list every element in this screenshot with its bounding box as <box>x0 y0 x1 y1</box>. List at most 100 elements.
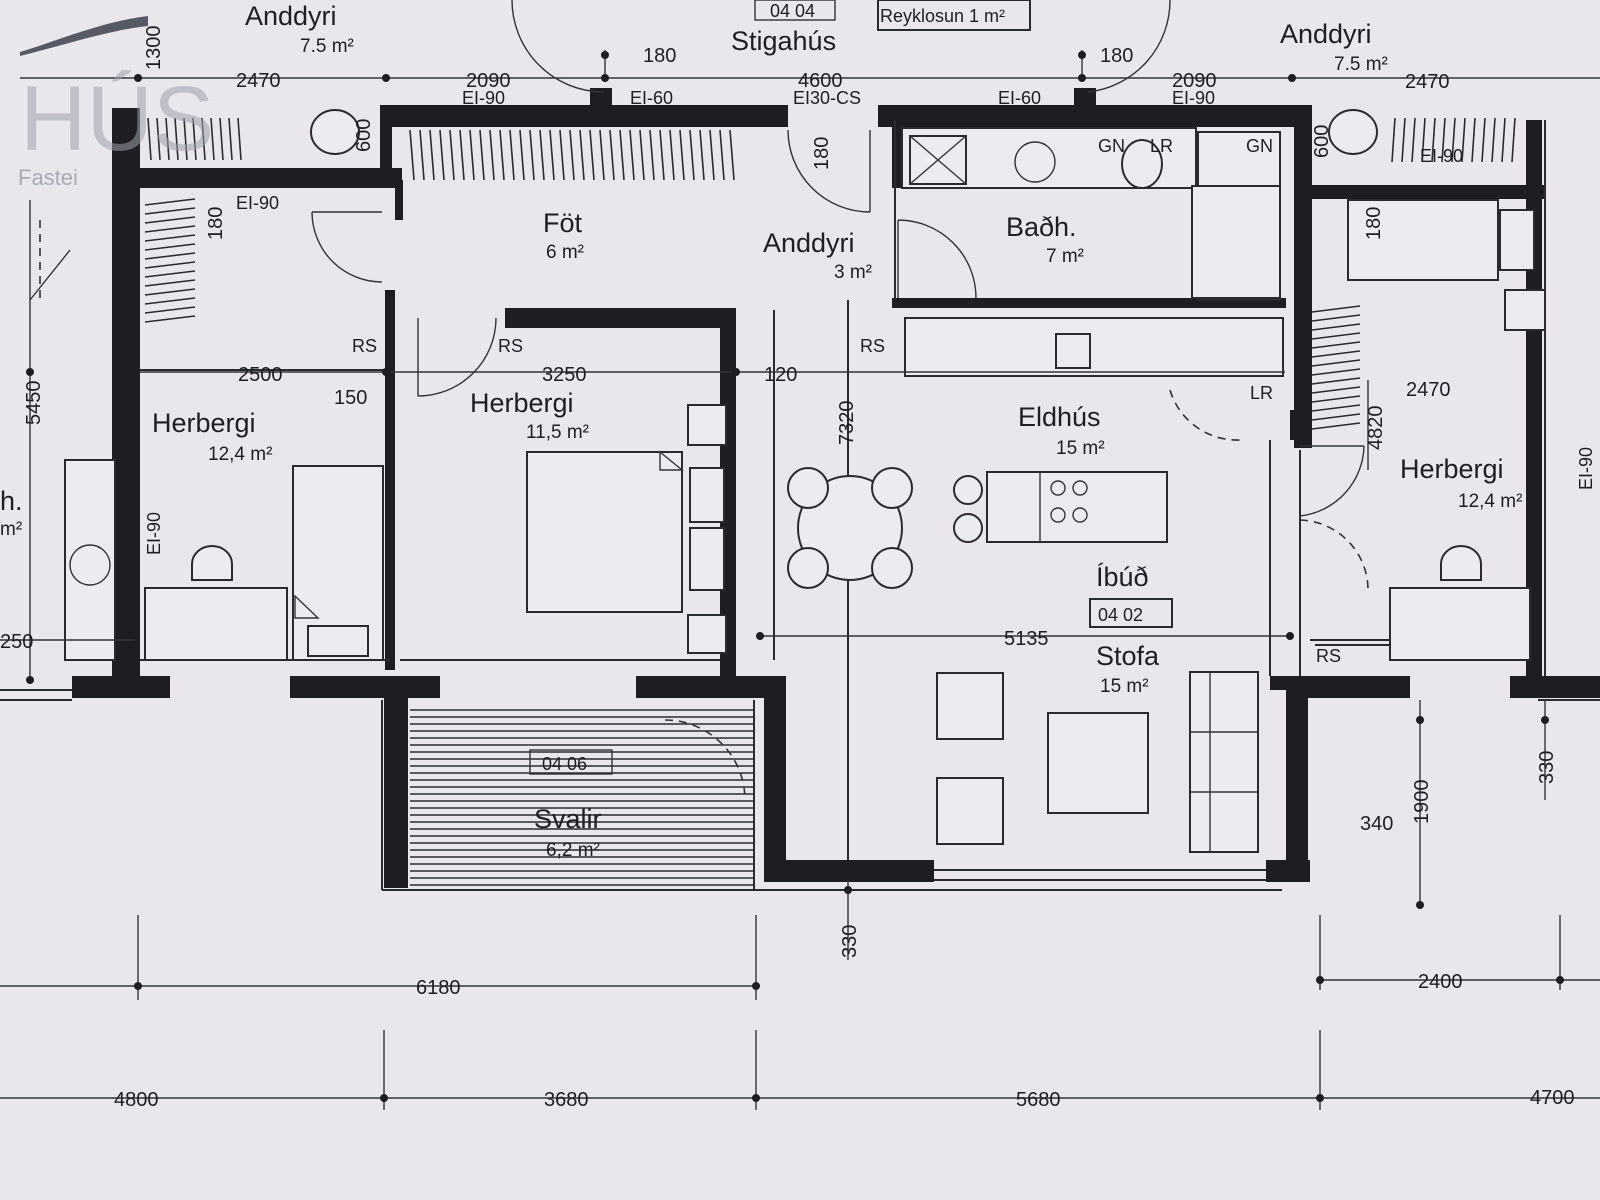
hatch-line <box>1431 117 1436 163</box>
fire-rating-tag: EI-90 <box>1420 146 1463 166</box>
dimension-label: 250 <box>0 631 33 653</box>
coffee-table <box>1047 712 1149 814</box>
fire-rating-tag: EI30-CS <box>793 88 861 108</box>
hatch-line <box>619 129 625 181</box>
dimension-tick <box>380 1094 388 1102</box>
hatch-line <box>439 129 445 181</box>
hatch-line <box>539 129 545 181</box>
hatch-line <box>144 315 196 323</box>
partition-lines <box>0 120 1600 891</box>
pillow <box>689 527 725 591</box>
dimension-label: 180 <box>643 45 676 67</box>
desk-chair <box>191 545 233 581</box>
armchair <box>936 777 1004 845</box>
hatch-line <box>1491 117 1496 163</box>
pillow <box>307 625 369 657</box>
hatch-line <box>659 129 665 181</box>
toilet-top-right <box>1328 109 1378 155</box>
dimension-label: 7320 <box>836 401 858 446</box>
hatch-line <box>144 225 196 233</box>
room-area: 7.5 m² <box>1334 54 1388 75</box>
hatch-line <box>144 216 196 224</box>
toilet-top-left <box>310 109 360 155</box>
hatch-line <box>1511 117 1516 163</box>
dimension-label: 5135 <box>1004 628 1049 650</box>
hatch-line <box>144 234 196 242</box>
sink-bowl <box>69 544 111 586</box>
dimension-label: 5450 <box>23 381 45 426</box>
hatch-line <box>729 129 735 181</box>
furniture <box>64 0 1546 853</box>
hatch-line <box>144 297 196 305</box>
dimension-label: 2470 <box>1405 71 1450 93</box>
dimension-label: 4820 <box>1365 406 1387 451</box>
hatch-line <box>1441 117 1446 163</box>
room-name: Stigahús <box>731 26 836 56</box>
hatch-line <box>174 117 179 161</box>
room-name: Föt <box>543 208 583 238</box>
dining-chair <box>871 467 913 509</box>
hatch-line <box>1311 314 1361 322</box>
hatch-line <box>529 129 535 181</box>
dimension-tick <box>1541 716 1549 724</box>
hatch-line <box>144 243 196 251</box>
room-area: 3 m² <box>834 262 872 283</box>
dimension-tick <box>382 74 390 82</box>
dimension-label: 2470 <box>236 70 281 92</box>
dimension-label: 1300 <box>143 26 165 71</box>
hatch-line <box>1311 368 1361 376</box>
kitchen-counter <box>904 317 1284 377</box>
hatch-line <box>144 279 196 287</box>
hatch-line <box>629 129 635 181</box>
hatch-line <box>147 117 152 161</box>
dimension-label: 330 <box>1536 751 1558 784</box>
sink-left <box>64 459 116 661</box>
hatch-line <box>1401 117 1406 163</box>
hatch-line <box>609 129 615 181</box>
hatch-line <box>144 261 196 269</box>
hatch-line <box>1311 377 1361 385</box>
dimension-tick <box>26 676 34 684</box>
hatch-line <box>449 129 455 181</box>
dining-table <box>797 475 903 581</box>
dining-chair <box>787 467 829 509</box>
hatch-line <box>183 117 188 161</box>
fire-rating-tag: EI-60 <box>630 88 673 108</box>
dimension-label: 6180 <box>416 977 461 999</box>
dimension-label: 2090 <box>1172 70 1217 92</box>
room-name: Anddyri <box>1280 19 1372 49</box>
room-name: Stofa <box>1096 641 1160 671</box>
desk <box>1389 587 1531 661</box>
dimension-label: 2090 <box>466 70 511 92</box>
hatch-line <box>1391 117 1396 163</box>
dimension-label: 600 <box>1311 125 1333 158</box>
fire-rating-tag: EI-90 <box>144 512 164 555</box>
dimension-tick <box>752 1094 760 1102</box>
dimension-label: 340 <box>1360 813 1393 835</box>
dimension-label: 150 <box>334 387 367 409</box>
kitchen-island <box>986 471 1168 543</box>
room-area: 7.5 m² <box>300 36 354 57</box>
hatch-line <box>237 117 242 161</box>
dimension-tick <box>382 368 390 376</box>
toilet <box>1121 139 1163 189</box>
room-name: Anddyri <box>245 1 337 31</box>
fire-rating-tag: EI-60 <box>998 88 1041 108</box>
lr-tag: LR <box>1250 383 1273 403</box>
room-name: Svalir <box>534 804 602 834</box>
room-area: 6,2 m² <box>546 840 600 861</box>
rs-tag: RS <box>498 336 523 356</box>
hatch-line <box>459 129 465 181</box>
hatch-line <box>144 252 196 260</box>
hatch-line <box>649 129 655 181</box>
hatch-line <box>1501 117 1506 163</box>
fire-rating-tag: EI-90 <box>462 88 505 108</box>
rs-tag: RS <box>860 336 885 356</box>
hatch-line <box>419 129 425 181</box>
bed-right <box>1347 199 1499 281</box>
hatch-line <box>1311 413 1361 421</box>
balcony-hatch <box>410 709 754 886</box>
hatch-line <box>709 129 715 181</box>
dimension-label: 120 <box>764 364 797 386</box>
bath-sink <box>1014 141 1056 183</box>
